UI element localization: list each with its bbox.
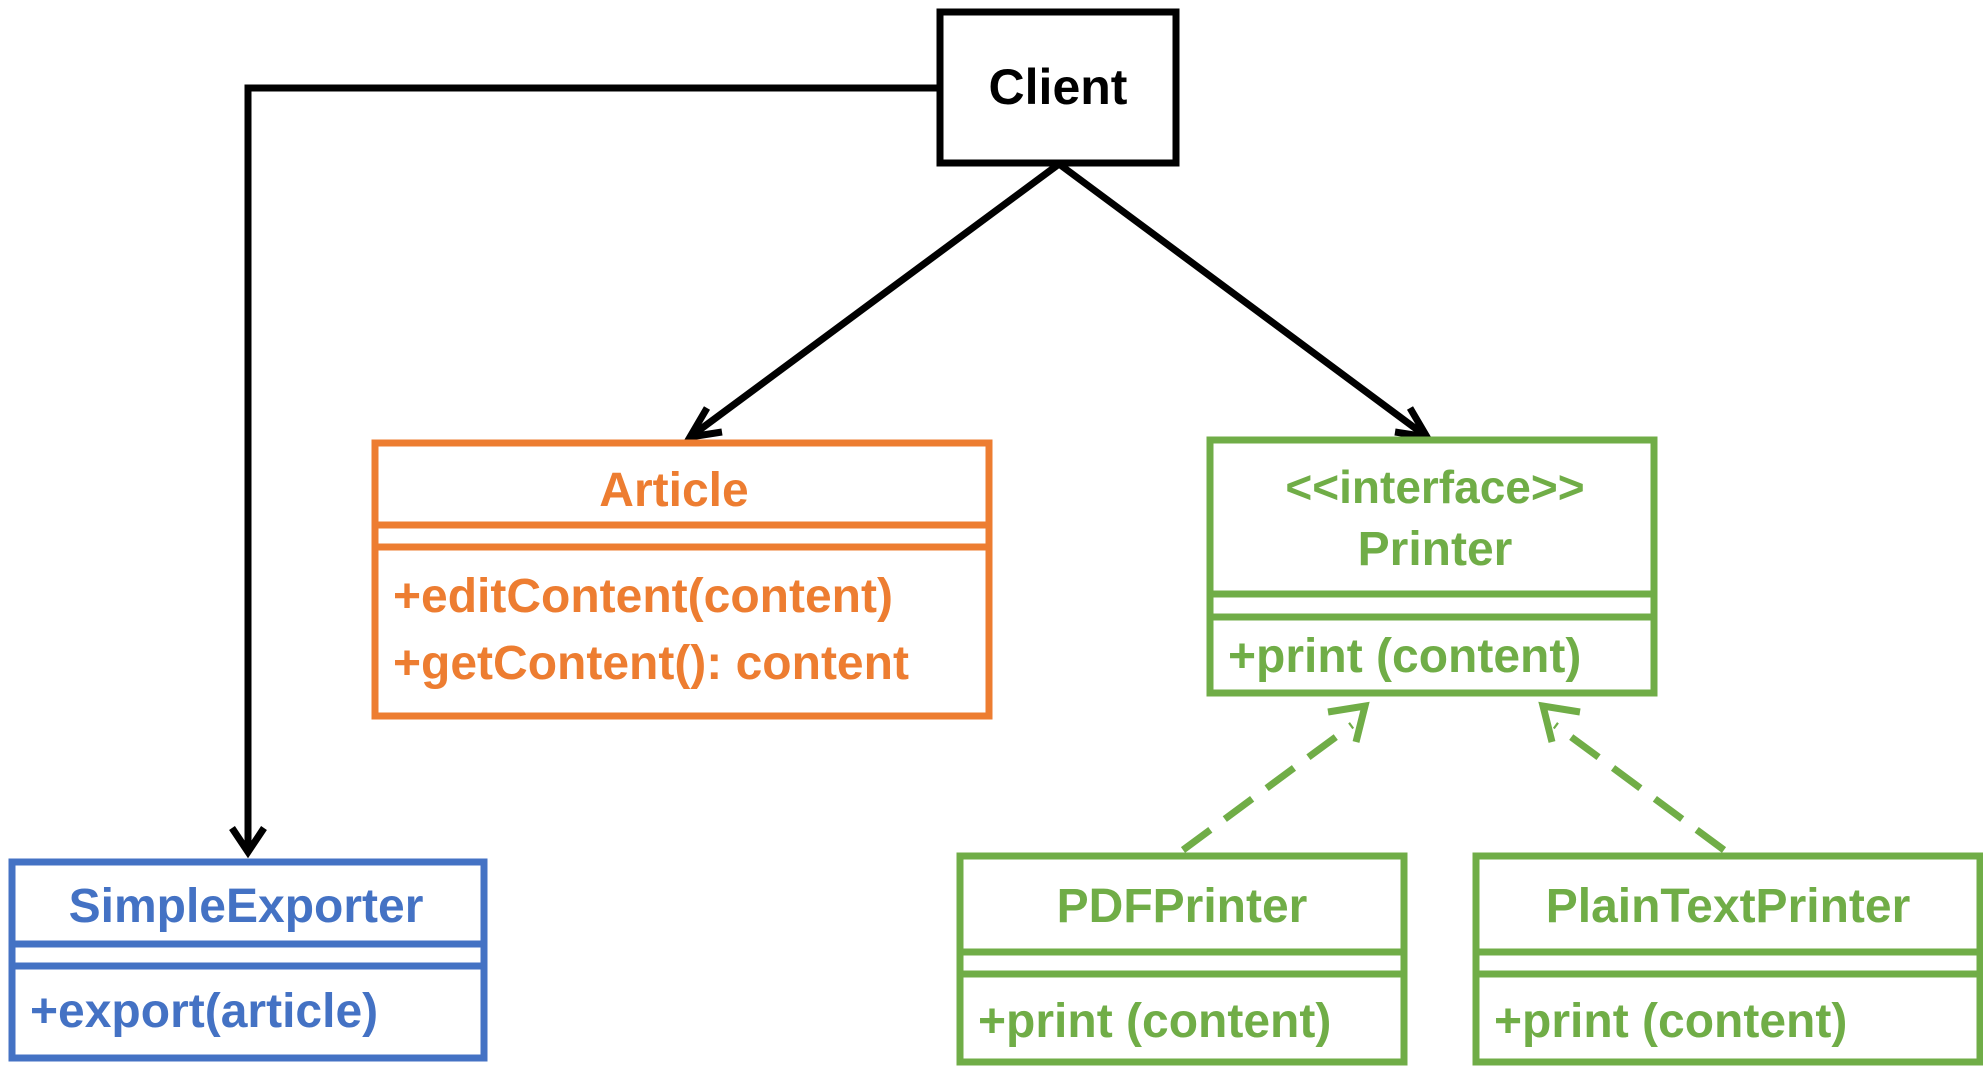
pdf-printer-class[interactable]: PDFPrinter +print (content) — [956, 852, 1408, 1066]
article-method-get-content: +getContent(): content — [393, 637, 909, 690]
simple-exporter-name: SimpleExporter — [69, 880, 424, 933]
association-client-article — [683, 161, 1062, 442]
article-method-edit-content: +editContent(content) — [393, 570, 893, 623]
realization-plaintextprinter-printer — [1538, 701, 1727, 853]
realization-pdfprinter-printer — [1180, 701, 1370, 853]
article-name: Article — [599, 464, 748, 517]
simple-exporter-method-export: +export(article) — [30, 985, 378, 1038]
plain-text-printer-method-print: +print (content) — [1494, 995, 1847, 1048]
hollow-arrowhead-plaintext — [1538, 701, 1581, 743]
plain-text-printer-name: PlainTextPrinter — [1546, 880, 1911, 933]
simple-exporter-class[interactable]: SimpleExporter +export(article) — [8, 858, 488, 1062]
printer-name: Printer — [1358, 523, 1513, 576]
client-class[interactable]: Client — [936, 8, 1180, 167]
article-class[interactable]: Article +editContent(content) +getConten… — [371, 439, 993, 720]
hollow-arrowhead-pdf — [1327, 701, 1370, 743]
association-client-exporter — [229, 84, 940, 859]
association-client-printer — [1056, 161, 1434, 442]
arrowhead-exporter — [229, 826, 267, 859]
arrowhead-article — [683, 406, 723, 442]
printer-interface[interactable]: <<interface>> Printer +print (content) — [1206, 436, 1658, 697]
plain-text-printer-class[interactable]: PlainTextPrinter +print (content) — [1472, 852, 1983, 1066]
printer-method-print: +print (content) — [1228, 630, 1581, 683]
pdf-printer-method-print: +print (content) — [978, 995, 1331, 1048]
client-name: Client — [989, 59, 1128, 115]
pdf-printer-name: PDFPrinter — [1057, 880, 1308, 933]
printer-stereotype: <<interface>> — [1285, 461, 1584, 513]
